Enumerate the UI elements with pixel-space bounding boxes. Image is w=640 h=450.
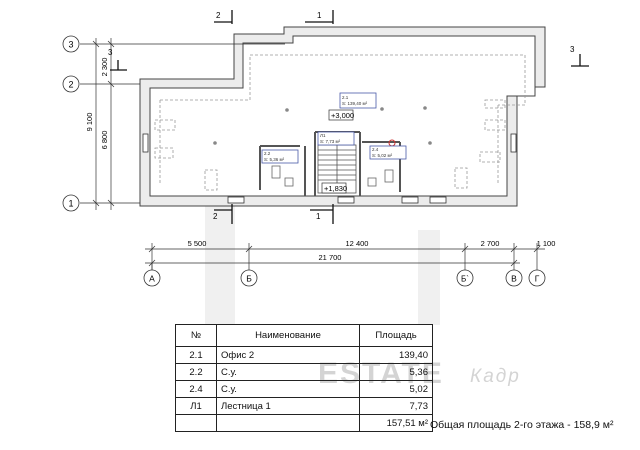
window (142, 133, 517, 204)
header-area: Площадь (359, 324, 433, 347)
dimension-line-bottom (145, 243, 545, 270)
header-name: Наименование (216, 324, 360, 347)
dimension-line-left (92, 38, 115, 210)
room-tag-2-4: 2.4 S: 5,02 м² (369, 145, 407, 160)
section-mark-label: 1 (316, 212, 321, 221)
room-tag-2-2: 2.2 S: 5,36 м² (261, 149, 299, 164)
table-total: 157,51 м² (359, 414, 433, 432)
row-axis-3: 3 (62, 35, 80, 53)
svg-text:1: 1 (68, 199, 73, 209)
svg-text:В: В (511, 274, 517, 284)
dimension-bottom-2700: 2 700 (481, 239, 500, 248)
level-mark-lower: +1,830 (321, 182, 347, 194)
room-tag-id: Л1 (320, 133, 326, 138)
table-row: 2.4 С.у. 5,02 (175, 380, 433, 398)
col-axis-b-prime: Б` (456, 269, 474, 287)
table-row: 2.2 С.у. 5,36 (175, 363, 433, 381)
table-total-row: 157,51 м² (175, 414, 433, 432)
cell-name: С.у. (216, 363, 360, 381)
section-mark-2-top (214, 10, 233, 24)
room-tag-id: 2.2 (264, 151, 271, 156)
svg-text:3: 3 (68, 40, 73, 50)
svg-text:Б`: Б` (461, 275, 469, 284)
section-mark-label: 2 (213, 212, 218, 221)
dimension-bottom-overall: 21 700 (319, 253, 342, 262)
table-header-row: № Наименование Площадь (175, 324, 433, 347)
svg-text:+3,000: +3,000 (331, 111, 354, 120)
col-axis-b: Б (240, 269, 258, 287)
cell-empty (216, 414, 360, 432)
table-row: 2.1 Офис 2 139,40 (175, 346, 433, 364)
row-axis-2: 2 (62, 75, 80, 93)
section-mark-2-bottom (214, 204, 233, 224)
col-axis-v: В (505, 269, 523, 287)
svg-text:А: А (149, 274, 155, 284)
section-mark-label: 3 (108, 48, 113, 57)
dimension-left-9100: 9 100 (85, 113, 94, 132)
dimension-bottom-12400: 12 400 (346, 239, 369, 248)
cell-name: Офис 2 (216, 346, 360, 364)
section-mark-label: 1 (317, 11, 322, 20)
fixture (271, 165, 394, 187)
svg-text:Б: Б (246, 274, 252, 284)
room-tag-l1: Л1 S: 7,73 м² (317, 131, 355, 146)
point-marker (213, 106, 432, 145)
section-mark-label: 2 (216, 11, 221, 20)
header-num: № (175, 324, 217, 347)
section-mark-1-top (305, 10, 334, 24)
room-area-table: № Наименование Площадь 2.1 Офис 2 139,40… (175, 324, 433, 432)
cell-area: 139,40 (359, 346, 433, 364)
section-mark-1-bottom (310, 204, 334, 224)
section-mark-3-right (571, 54, 589, 67)
cell-area: 5,02 (359, 380, 433, 398)
cell-area: 7,73 (359, 397, 433, 415)
dimension-left-2300: 2 300 (100, 58, 109, 77)
col-axis-a: А (143, 263, 161, 287)
room-tag-id: 2.4 (372, 147, 379, 152)
col-axis-g: Г (528, 269, 546, 287)
dimension-bottom-5500: 5 500 (188, 239, 207, 248)
cell-empty (175, 414, 217, 432)
svg-text:2: 2 (68, 80, 73, 90)
room-tag-id: 2.1 (342, 95, 349, 100)
section-mark-label: 3 (570, 45, 575, 54)
cell-num: 2.1 (175, 346, 217, 364)
dimension-bottom-1100: 1 100 (537, 239, 556, 248)
furniture-outline (154, 54, 526, 191)
cell-num: Л1 (175, 397, 217, 415)
cell-num: 2.4 (175, 380, 217, 398)
cell-name: Лестница 1 (216, 397, 360, 415)
room-tag-area: S: 7,73 м² (320, 139, 341, 144)
room-tag-area: S: 139,40 м² (342, 101, 368, 106)
table-row: Л1 Лестница 1 7,73 (175, 397, 433, 415)
svg-text:Г: Г (535, 274, 540, 284)
cell-area: 5,36 (359, 363, 433, 381)
section-mark-3-left (110, 60, 127, 71)
grid-axis-line (80, 43, 285, 204)
cell-num: 2.2 (175, 363, 217, 381)
watermark-shape (205, 195, 440, 325)
svg-text:+1,830: +1,830 (324, 184, 347, 193)
floor-total-area: Общая площадь 2-го этажа - 158,9 м² (430, 419, 614, 431)
row-axis-1: 1 (62, 194, 80, 212)
room-tag-area: S: 5,02 м² (372, 153, 393, 158)
watermark-sub: Кадр (470, 366, 521, 387)
dimension-left-6800: 6 800 (100, 131, 109, 150)
level-mark-upper: +3,000 (328, 109, 354, 121)
room-tag-2-1: 2.1 S: 139,40 м² (339, 92, 377, 109)
room-tag-area: S: 5,36 м² (264, 157, 285, 162)
cell-name: С.у. (216, 380, 360, 398)
